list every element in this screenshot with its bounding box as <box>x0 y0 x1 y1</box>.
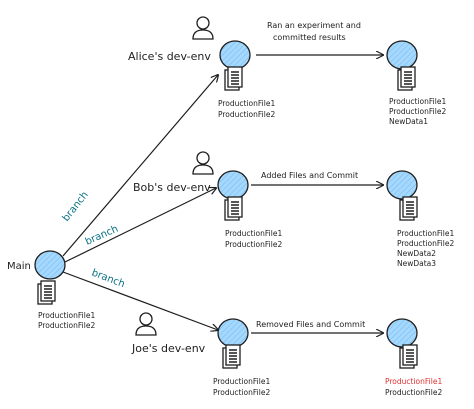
joe-person-icon <box>135 312 157 336</box>
alice-file-icon <box>224 66 243 91</box>
bob-action-label: Added Files and Commit <box>261 171 358 180</box>
joe-file-1: ProductionFile1 <box>213 377 270 386</box>
bob-env-label: Bob's dev-env <box>133 181 211 194</box>
branch-arrow-bob <box>64 188 216 263</box>
alice-env-label: Alice's dev-env <box>128 50 211 63</box>
bob-result-file-3: NewData2 <box>397 249 436 258</box>
branch-arrow-alice <box>62 75 218 257</box>
bob-result-file-4: NewData3 <box>397 259 436 268</box>
bob-result-file-icon <box>399 196 418 221</box>
bob-person-icon <box>192 151 214 175</box>
alice-file-1: ProductionFile1 <box>218 99 275 108</box>
joe-file-icon <box>222 344 241 369</box>
alice-file-2: ProductionFile2 <box>218 110 275 119</box>
bob-result-file-1: ProductionFile1 <box>397 229 454 238</box>
alice-result-node <box>386 40 418 70</box>
bob-file-icon <box>224 196 243 221</box>
joe-result-node <box>386 318 418 348</box>
alice-node <box>219 40 251 70</box>
bob-result-node <box>386 170 418 200</box>
main-file-1: ProductionFile1 <box>38 311 95 320</box>
alice-result-file-3: NewData1 <box>389 117 428 126</box>
joe-file-2: ProductionFile2 <box>213 388 270 397</box>
alice-result-file-2: ProductionFile2 <box>389 107 446 116</box>
joe-result-file-icon <box>399 344 418 369</box>
bob-node <box>217 170 249 200</box>
main-node <box>34 250 66 280</box>
alice-result-file-1: ProductionFile1 <box>389 97 446 106</box>
alice-action-line-1: Ran an experiment and <box>267 21 361 30</box>
joe-env-label: Joe's dev-env <box>131 342 206 355</box>
joe-node <box>217 318 249 348</box>
branch-label-alice: branch <box>61 190 91 224</box>
joe-result-file-2: ProductionFile2 <box>385 388 442 397</box>
alice-person-icon <box>192 16 214 40</box>
bob-file-1: ProductionFile1 <box>225 229 282 238</box>
main-file-2: ProductionFile2 <box>38 321 95 330</box>
bob-result-file-2: ProductionFile2 <box>397 239 454 248</box>
alice-action-line-2: committed results <box>273 33 346 42</box>
joe-action-label: Removed Files and Commit <box>256 320 365 329</box>
main-file-icon <box>37 280 56 305</box>
bob-file-2: ProductionFile2 <box>225 240 282 249</box>
branch-label-joe: branch <box>90 268 126 291</box>
alice-result-file-icon <box>397 66 416 91</box>
main-label: Main <box>7 261 31 272</box>
joe-result-file-1-removed: ProductionFile1 <box>385 377 442 386</box>
branch-arrow-joe <box>62 271 218 330</box>
